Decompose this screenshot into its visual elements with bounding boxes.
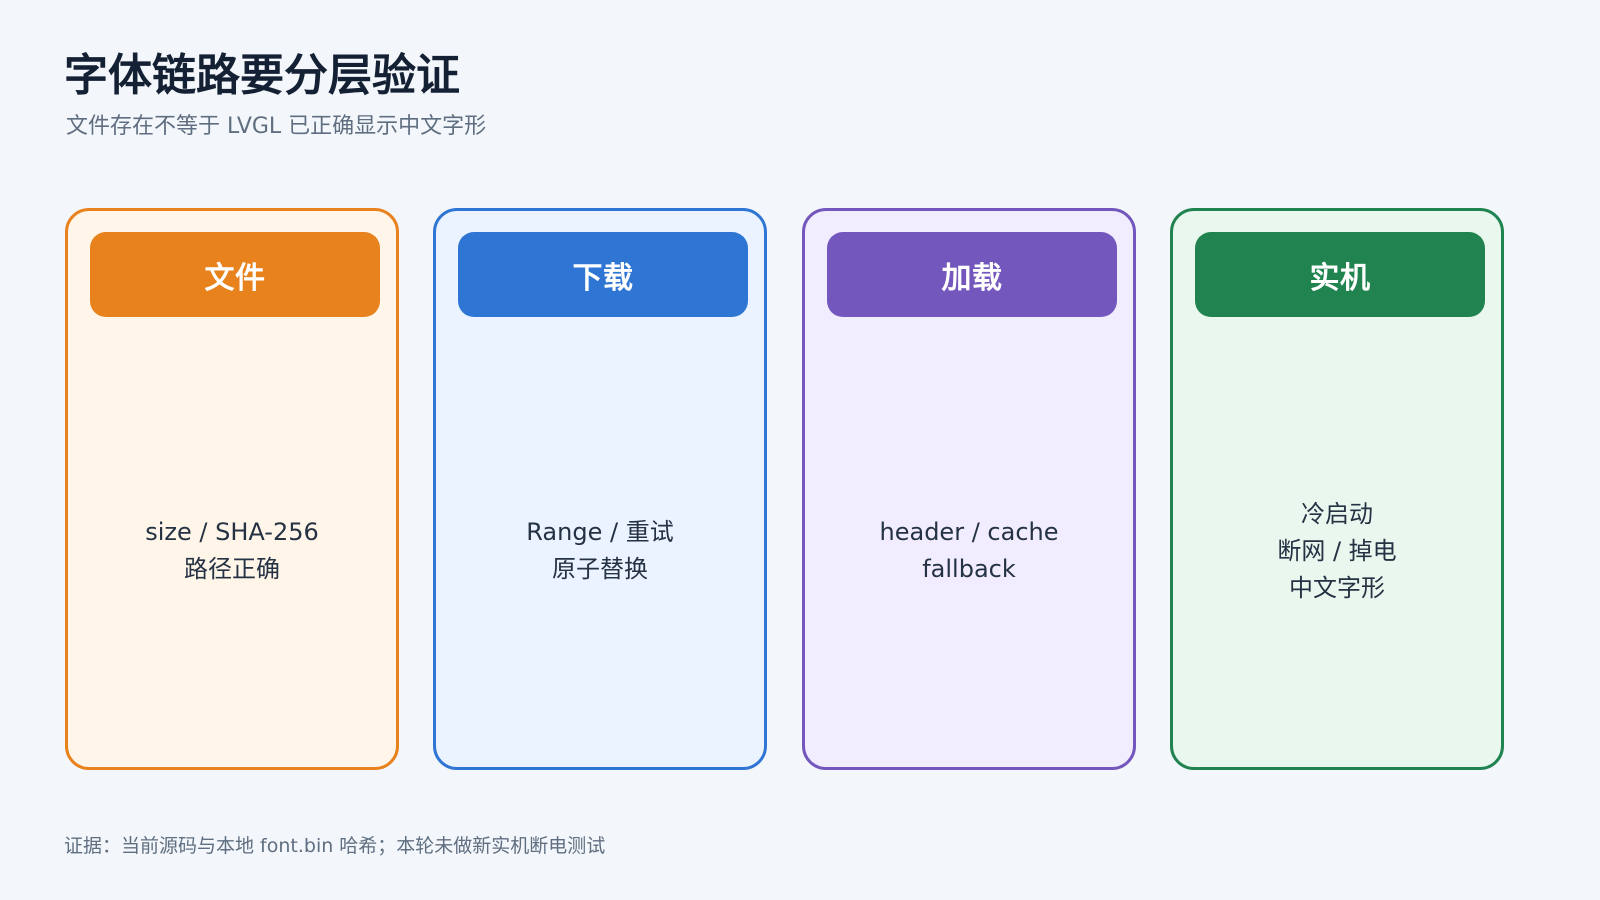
verification-cards: 文件 size / SHA-256 路径正确 下载 Range / 重试 原子替… [65, 208, 1536, 771]
card-device-line: 中文字形 [1289, 573, 1385, 602]
card-file-line: 路径正确 [184, 555, 280, 583]
card-load: 加载 header / cache fallback [802, 208, 1136, 770]
card-download: 下载 Range / 重试 原子替换 [433, 208, 767, 770]
card-device: 实机 冷启动 断网 / 掉电 中文字形 [1170, 208, 1504, 770]
card-file-body: size / SHA-256 路径正确 [68, 317, 396, 767]
card-device-body: 冷启动 断网 / 掉电 中文字形 [1173, 317, 1501, 767]
card-load-body: header / cache fallback [805, 317, 1133, 767]
card-download-line: 原子替换 [552, 555, 648, 583]
card-download-body: Range / 重试 原子替换 [436, 317, 764, 767]
card-file-header: 文件 [90, 232, 380, 317]
card-device-header: 实机 [1195, 232, 1485, 317]
page-subtitle: 文件存在不等于 LVGL 已正确显示中文字形 [66, 114, 487, 139]
card-device-line: 冷启动 [1301, 499, 1373, 528]
page-title: 字体链路要分层验证 [64, 50, 460, 101]
card-download-header: 下载 [458, 232, 748, 317]
card-file: 文件 size / SHA-256 路径正确 [65, 208, 399, 770]
card-file-line: size / SHA-256 [145, 518, 319, 546]
card-load-line: fallback [922, 555, 1016, 583]
card-load-line: header / cache [879, 518, 1059, 546]
evidence-note: 证据：当前源码与本地 font.bin 哈希；本轮未做新实机断电测试 [64, 835, 606, 857]
card-device-line: 断网 / 掉电 [1277, 536, 1397, 565]
card-download-line: Range / 重试 [526, 518, 674, 546]
card-load-header: 加载 [827, 232, 1117, 317]
